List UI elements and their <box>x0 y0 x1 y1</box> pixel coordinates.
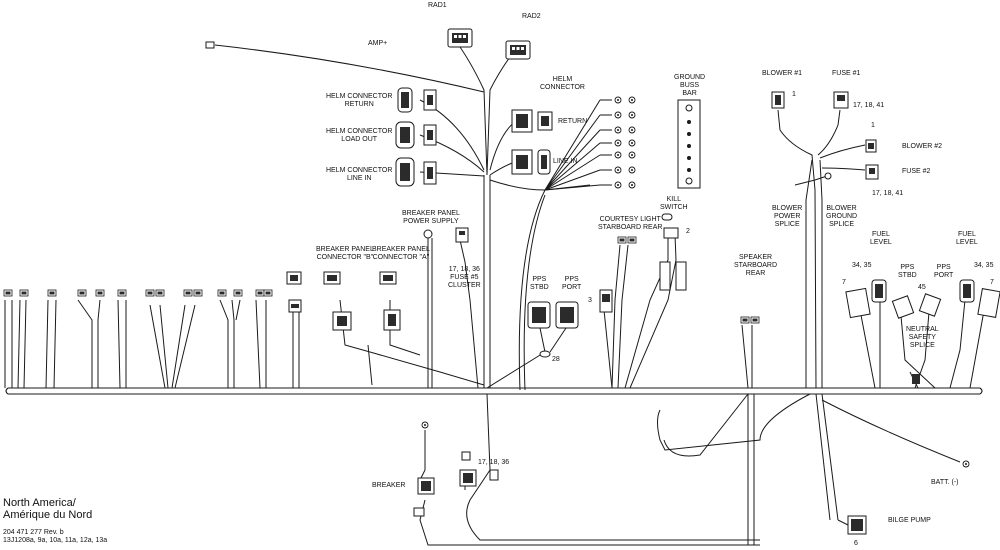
region-label: North America/Amérique du Nord <box>3 497 93 521</box>
breaker-num: 17, 18, 36 <box>478 459 510 466</box>
breaker-panel-connectors <box>323 227 469 331</box>
return-label: RETURN <box>558 118 588 125</box>
fuse1-label: FUSE #1 <box>832 70 861 77</box>
fuel-left-seven: 7 <box>842 279 846 286</box>
courtesy-num: 3 <box>588 297 592 304</box>
rad1-label: RAD1 <box>428 2 447 9</box>
helm-connector-right-return <box>511 109 553 133</box>
part-number: 204 471 277 Rev. b <box>3 529 64 536</box>
speaker-branch <box>741 324 755 545</box>
pps-num: 28 <box>552 356 560 363</box>
left-branches <box>4 299 300 389</box>
speaker-pins <box>740 316 760 324</box>
right-sensor-parts <box>845 279 1000 384</box>
helm-connector-return <box>397 87 437 113</box>
fuel-right-num: 34, 35 <box>974 262 994 269</box>
batt-label: BATT. (-) <box>931 479 959 486</box>
amp-label: AMP+ <box>368 40 388 47</box>
helm-terminals <box>614 96 636 189</box>
helm-connector-right-line-in <box>511 149 551 175</box>
rad2-connector <box>505 40 531 60</box>
helm-connector-line-in <box>395 157 437 187</box>
bilge-pump-label: BILGE PUMP <box>888 517 931 524</box>
blower2-label: BLOWER #2 <box>902 143 943 150</box>
breaker-label: BREAKER <box>372 482 406 489</box>
courtesy-kill-parts <box>599 213 687 313</box>
fuel-left-num: 34, 35 <box>852 262 872 269</box>
pps-right-num: 45 <box>918 284 926 291</box>
ground-buss-bar <box>677 99 701 189</box>
right-sensors <box>859 299 986 389</box>
blower-branch <box>657 109 961 521</box>
blower1-num: 1 <box>792 91 796 98</box>
main-trunk <box>5 387 983 395</box>
rad2-label: RAD2 <box>522 13 541 20</box>
left-branch-pins <box>3 271 302 313</box>
breaker-parts <box>413 421 499 517</box>
blower2-num: 1 <box>871 122 875 129</box>
amp-connector <box>205 41 215 49</box>
bilge-num: 6 <box>854 540 858 547</box>
models-list: 13J1208a, 9a, 10a, 11a, 12a, 13a <box>3 537 108 544</box>
blower-parts <box>771 91 879 186</box>
batt-bilge-parts <box>837 460 970 535</box>
fuse2-num: 17, 18, 41 <box>872 190 904 197</box>
courtesy-kill-branch <box>603 234 677 389</box>
fuse1-num: 17, 18, 41 <box>853 102 885 109</box>
fuse2-label: FUSE #2 <box>902 168 931 175</box>
blower1-label: BLOWER #1 <box>762 70 803 77</box>
pps-center <box>527 301 579 358</box>
helm-connector-load-out <box>395 121 437 149</box>
fuel-right-seven: 7 <box>990 279 994 286</box>
kill-switch-num: 2 <box>686 228 690 235</box>
rad1-connector <box>447 28 473 48</box>
line-in-label: LINE IN <box>553 158 578 165</box>
